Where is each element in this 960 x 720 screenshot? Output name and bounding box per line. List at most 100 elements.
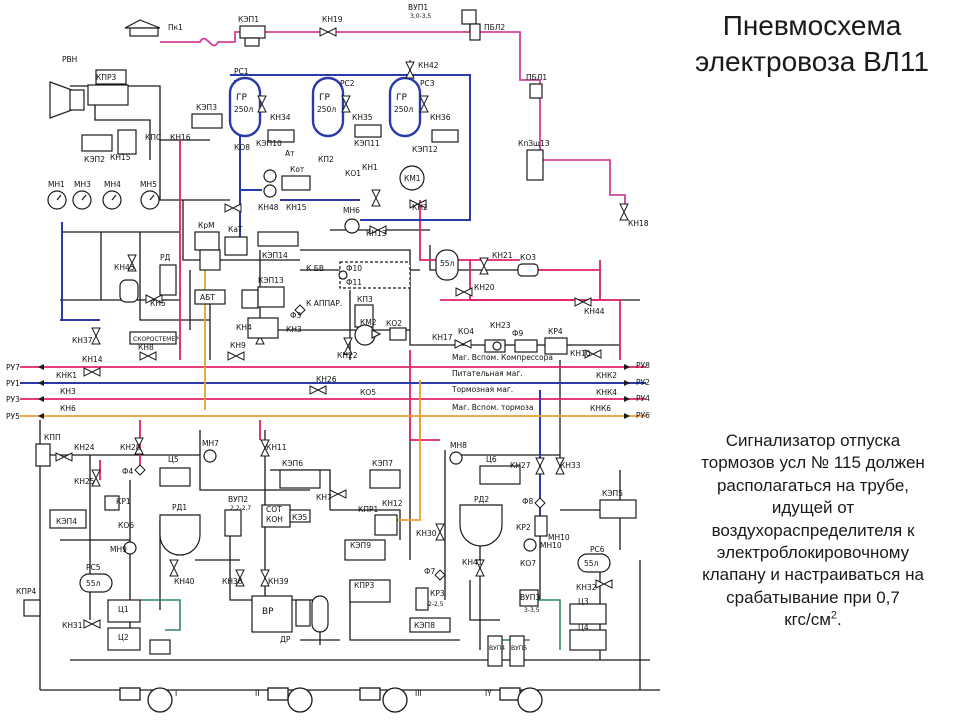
svg-text:КН21: КН21: [492, 251, 513, 260]
svg-text:КН11: КН11: [266, 443, 287, 452]
note-line: располагаться на трубе,: [716, 475, 910, 495]
svg-text:55л: 55л: [86, 579, 101, 588]
svg-text:РД: РД: [160, 253, 171, 262]
svg-text:КН17: КН17: [432, 333, 453, 342]
svg-text:КН28: КН28: [120, 443, 141, 452]
svg-text:КР1: КР1: [116, 497, 131, 506]
svg-text:КЭП13: КЭП13: [258, 276, 284, 285]
svg-text:ВУП2: ВУП2: [228, 495, 248, 504]
svg-text:КН44: КН44: [584, 307, 605, 316]
svg-text:КН30: КН30: [416, 529, 437, 538]
end-label-right: РУ6: [636, 411, 650, 420]
svg-text:Ц3: Ц3: [578, 597, 589, 606]
svg-text:КО4: КО4: [458, 327, 474, 336]
end-label-right: РУ4: [636, 394, 650, 403]
svg-text:КП2: КП2: [318, 155, 334, 164]
svg-text:ПБЛ2: ПБЛ2: [484, 23, 505, 32]
svg-text:КП3: КП3: [357, 295, 373, 304]
svg-text:ГР: ГР: [319, 93, 330, 103]
svg-text:Ф8: Ф8: [522, 497, 533, 506]
svg-text:РС5: РС5: [86, 563, 101, 572]
tank-labels: 55л 55л 55л: [86, 259, 599, 588]
svg-text:КЭП2: КЭП2: [84, 155, 105, 164]
end-label-right: РУ2: [636, 378, 650, 387]
svg-text:55л: 55л: [584, 559, 599, 568]
svg-text:КР4: КР4: [548, 327, 563, 336]
svg-text:МН10: МН10: [548, 533, 570, 542]
svg-text:IY: IY: [485, 689, 492, 698]
svg-text:ГР: ГР: [236, 93, 247, 103]
train-line-label: Маг. Вспом. тормоза: [452, 403, 534, 412]
svg-text:250л: 250л: [317, 105, 336, 114]
svg-text:Ц6: Ц6: [486, 455, 497, 464]
svg-text:Ф11: Ф11: [346, 278, 362, 287]
svg-text:КНК2: КНК2: [596, 371, 617, 380]
note-tail: .: [837, 610, 842, 630]
svg-text:КН37: КН37: [72, 336, 93, 345]
svg-text:3,0-3,5: 3,0-3,5: [410, 13, 431, 20]
svg-text:КР2: КР2: [516, 523, 531, 532]
svg-text:КН26: КН26: [316, 375, 337, 384]
svg-text:Пк1: Пк1: [168, 23, 183, 32]
svg-text:КН32: КН32: [576, 583, 597, 592]
end-label-left: РУ1: [6, 379, 20, 388]
train-line-label: Тормозная маг.: [451, 385, 513, 394]
svg-text:КН41: КН41: [462, 558, 483, 567]
note-line: Сигнализатор отпуска: [725, 431, 901, 450]
svg-text:КР3: КР3: [430, 589, 445, 598]
svg-text:РС1: РС1: [234, 67, 249, 76]
svg-text:КН9: КН9: [230, 341, 246, 350]
note-unit: кгс/см: [784, 610, 831, 630]
bogie-brakes: [119, 687, 543, 713]
svg-text:КОН: КОН: [266, 515, 283, 524]
reservoir-gr: ГР 250л РС2: [311, 76, 355, 138]
train-line-label: Маг. Вспом. Компрессора: [452, 353, 553, 362]
svg-text:ВУП4: ВУП4: [489, 645, 505, 652]
svg-text:Кот: Кот: [290, 165, 305, 174]
svg-text:КН42: КН42: [418, 61, 439, 70]
svg-text:РВН: РВН: [62, 55, 77, 64]
svg-text:КМ2: КМ2: [360, 318, 377, 327]
svg-text:КН36: КН36: [430, 113, 451, 122]
svg-text:КН7: КН7: [316, 493, 332, 502]
svg-text:Ц5: Ц5: [168, 455, 179, 464]
svg-text:Ф7: Ф7: [424, 567, 435, 576]
svg-text:КО6: КО6: [118, 521, 134, 530]
main-reservoirs: ГР 250л РС1 ГР 250л РС2 ГР 250л РС3: [228, 67, 435, 138]
svg-text:МН9: МН9: [110, 545, 127, 554]
svg-text:МН8: МН8: [450, 441, 467, 450]
train-line-label: Питательная маг.: [452, 369, 523, 378]
svg-text:КЭП7: КЭП7: [372, 459, 393, 468]
end-label-left: РУ5: [6, 412, 20, 421]
text-panel: Пневмосхема электровоза ВЛ11 Сигнализато…: [664, 0, 960, 720]
svg-text:КН6: КН6: [60, 404, 76, 413]
svg-text:КЭП5: КЭП5: [602, 489, 623, 498]
gauges: [47, 190, 537, 555]
svg-text:2,2-2,7: 2,2-2,7: [230, 505, 251, 512]
note-line-last: кгс/см2.: [672, 609, 954, 631]
svg-text:КЭП9: КЭП9: [350, 541, 371, 550]
svg-text:КН31: КН31: [62, 621, 83, 630]
svg-text:ВУП3: ВУП3: [520, 593, 540, 602]
svg-text:Ат: Ат: [285, 149, 295, 158]
svg-text:250л: 250л: [234, 105, 253, 114]
train-line-labels: Маг. Вспом. Компрессора Питательная маг.…: [451, 353, 553, 412]
svg-text:КО5: КО5: [360, 388, 376, 397]
note-line: срабатывание при 0,7: [726, 587, 900, 607]
end-label-left: РУ3: [6, 395, 20, 404]
svg-text:III: III: [415, 689, 422, 698]
reservoir-gr: ГР 250л РС1: [228, 67, 262, 138]
svg-text:Ц1: Ц1: [118, 605, 129, 614]
svg-text:КН8: КН8: [138, 343, 154, 352]
svg-text:КН12: КН12: [382, 499, 403, 508]
svg-text:КН48: КН48: [258, 203, 279, 212]
svg-text:КН34: КН34: [270, 113, 291, 122]
svg-text:МН5: МН5: [140, 180, 157, 189]
component-labels: Пк1 КЭП1 КН19 ВУП1 3,0-3,5 ПБЛ2 ПБЛ1 КпЗ…: [16, 3, 649, 652]
svg-text:КЭ5: КЭ5: [292, 513, 308, 522]
svg-text:КН19: КН19: [322, 15, 343, 24]
svg-text:КН38: КН38: [222, 577, 243, 586]
svg-text:ПБЛ1: ПБЛ1: [526, 73, 547, 82]
svg-text:КН33: КН33: [560, 461, 581, 470]
